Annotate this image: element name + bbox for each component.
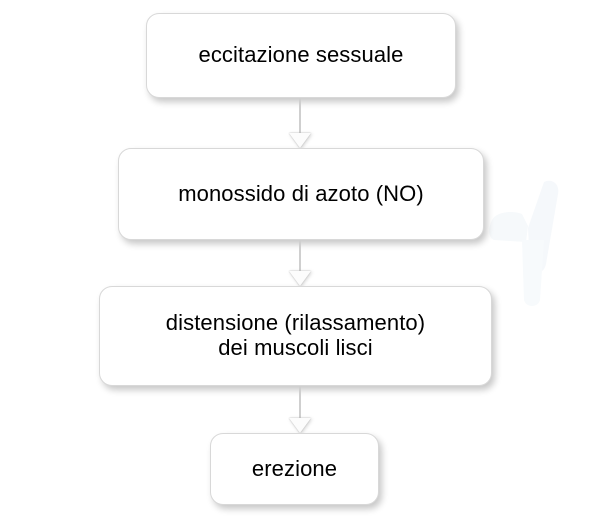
flow-node-eccitazione[interactable]: eccitazione sessuale xyxy=(146,13,456,98)
watermark-graphic xyxy=(489,180,559,306)
flow-node-label: erezione xyxy=(251,455,338,481)
flow-arrow-2 xyxy=(288,240,312,286)
flow-node-distensione[interactable]: distensione (rilassamento) dei muscoli l… xyxy=(99,286,492,386)
arrow-head-icon xyxy=(289,271,311,286)
arrow-head-icon xyxy=(289,133,311,148)
arrow-stem xyxy=(299,386,301,419)
flow-node-monossido[interactable]: monossido di azoto (NO) xyxy=(118,148,484,240)
flow-node-erezione[interactable]: erezione xyxy=(210,433,379,505)
flow-node-label: distensione (rilassamento) dei muscoli l… xyxy=(165,310,426,360)
arrow-head-icon xyxy=(289,418,311,433)
flow-node-label: monossido di azoto (NO) xyxy=(178,180,424,206)
arrow-stem xyxy=(299,240,301,272)
flow-arrow-3 xyxy=(288,386,312,433)
arrow-stem xyxy=(299,98,301,134)
flow-node-label: eccitazione sessuale xyxy=(198,42,404,68)
flow-arrow-1 xyxy=(288,98,312,148)
